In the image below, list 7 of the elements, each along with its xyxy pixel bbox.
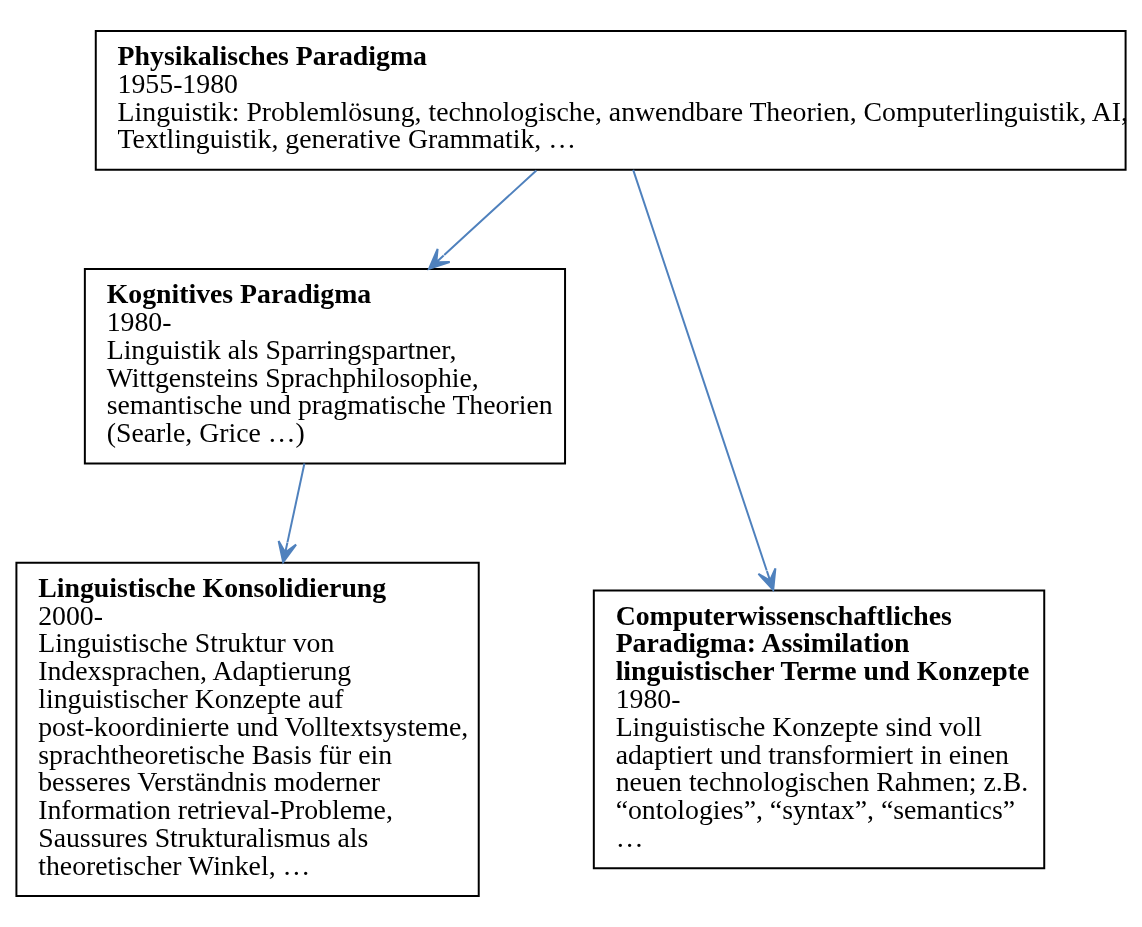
- node-box: Linguistische Konsolidierung 2000- Linguistische Struktur von Indexsprachen, Adaptierung linguistischer Konzepte auf post-koordinierte und Volltextsysteme, sprachtheoretische Basis für ein besseres Verständnis moderner Information retrieval-Probleme, Saussures Strukturalismus als theoretischer Winkel, …: [15, 561, 480, 898]
- arrow: [632, 168, 777, 591]
- node-box: Computerwissenschaftliches Paradigma: Assimilation linguistischer Terme und Konzepte 1980- Linguistische Konzepte sind voll adaptiert und transformiert in einen neuen technologischen Rahmen; z.B. “ontologies”, “syntax”, “semantics” …: [592, 589, 1046, 870]
- node-box: Kognitives Paradigma 1980- Linguistik als Sparringspartner, Wittgensteins Sprachphilosophie, semantische und pragmatische Theorien (Searle, Grice …): [83, 268, 567, 465]
- arrow: [428, 169, 538, 270]
- arrow: [277, 462, 306, 564]
- node-box: Physikalisches Paradigma 1955-1980 Linguistik: Problemlösung, technologische, anwendbare Theorien, Computerlinguistik, AI, Textlinguistik, generative Grammatik, …: [94, 29, 1127, 171]
